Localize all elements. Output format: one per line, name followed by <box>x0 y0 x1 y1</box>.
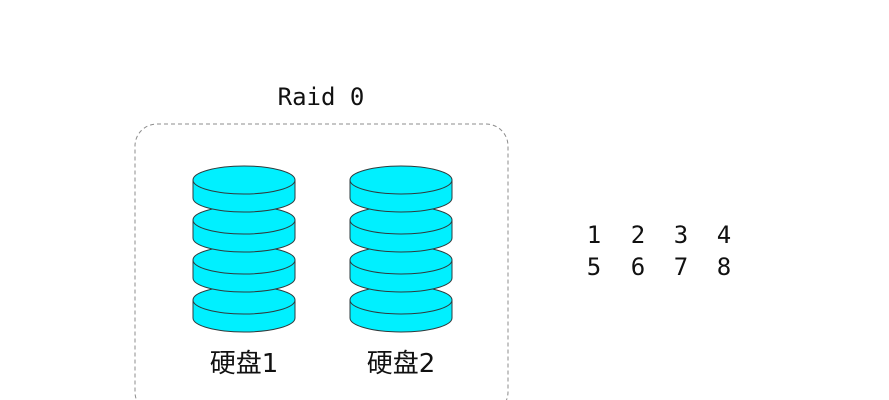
disk-platter <box>192 245 296 293</box>
block-6: 6 <box>631 253 645 281</box>
disk-2 <box>349 165 453 333</box>
data-blocks: 1 2 3 4 5 6 7 8 <box>587 221 731 281</box>
block-1: 1 <box>587 221 601 249</box>
disk-platter <box>349 245 453 293</box>
block-2: 2 <box>631 221 645 249</box>
disk-platter <box>192 205 296 253</box>
disk-platter <box>192 285 296 333</box>
disk-platter <box>349 285 453 333</box>
block-7: 7 <box>674 253 688 281</box>
disk-platter <box>349 205 453 253</box>
raid-container <box>134 123 509 400</box>
block-8: 8 <box>717 253 731 281</box>
block-3: 3 <box>674 221 688 249</box>
disk-1 <box>192 165 296 333</box>
diagram-title: Raid 0 <box>278 83 365 111</box>
block-4: 4 <box>717 221 731 249</box>
disk-1-label: 硬盘1 <box>210 349 279 379</box>
disk-2-label: 硬盘2 <box>367 349 436 379</box>
block-5: 5 <box>587 253 601 281</box>
disk-platter <box>192 165 296 213</box>
disk-platter <box>349 165 453 213</box>
